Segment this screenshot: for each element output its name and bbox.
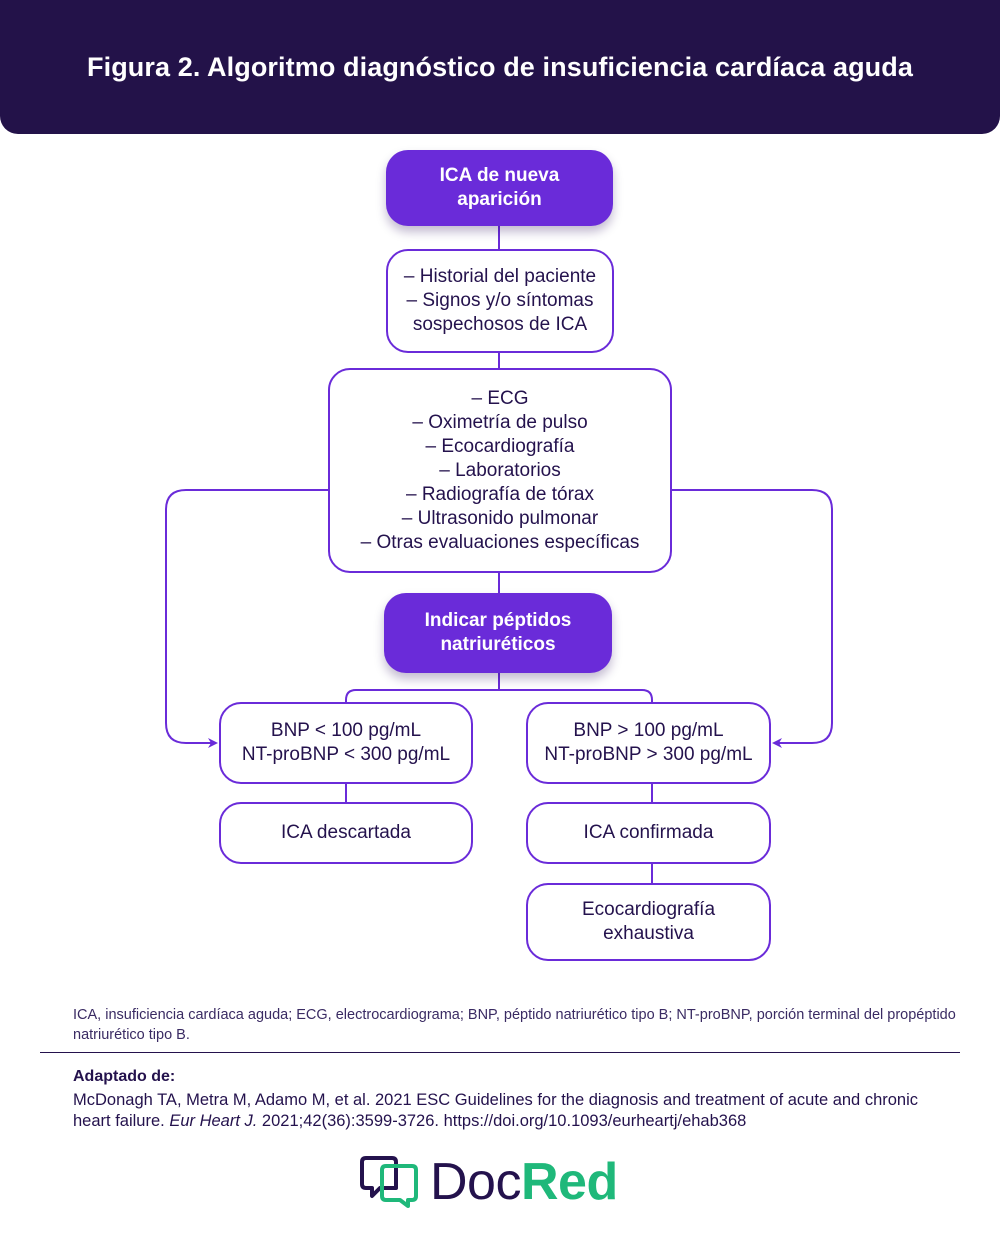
node-line: – ECG [471,387,529,409]
node-line: – Signos y/o síntomas [406,290,594,311]
node-line: – Otras evaluaciones específicas [360,531,640,553]
node-line: BNP > 100 pg/mL [573,720,724,741]
node-new-onset-ica: ICA de nueva aparición [386,150,613,226]
node-line: ICA de nueva [439,165,560,186]
node-line: ICA descartada [281,822,411,843]
logo-red: Red [520,1153,618,1211]
node-line: natriuréticos [440,634,556,655]
node-ica-ruled-out: ICA descartada [219,802,473,864]
abbreviations-footnote: ICA, insuficiencia cardíaca aguda; ECG, … [73,1007,956,1043]
node-line: NT-proBNP > 300 pg/mL [544,744,753,765]
node-line: BNP < 100 pg/mL [270,720,422,741]
node-line: – Ultrasonido pulmonar [401,507,599,529]
node-high-bnp: BNP > 100 pg/mL NT-proBNP > 300 pg/mL [526,702,771,784]
node-line: ICA confirmada [583,822,714,843]
citation-authors-title: McDonagh TA, Metra M, Adamo M, et al. 20… [73,1091,919,1130]
node-low-bnp: BNP < 100 pg/mL NT-proBNP < 300 pg/mL [219,702,473,784]
node-line: sospechosos de ICA [412,314,588,335]
citation-details: 2021;42(36):3599-3726. https://doi.org/1… [257,1112,747,1130]
node-line: – Oximetría de pulso [412,411,588,433]
node-line: aparición [457,189,542,210]
source-citation: McDonagh TA, Metra M, Adamo M, et al. 20… [73,1090,953,1132]
node-line: Indicar péptidos [424,610,572,631]
node-line: – Historial del paciente [403,266,597,287]
chat-bubbles-icon [360,1156,418,1208]
logo-wordmark: DocRed [430,1150,618,1214]
node-comprehensive-echo: Ecocardiografía exhaustiva [526,883,771,961]
divider [40,1052,960,1053]
node-line: – Laboratorios [439,459,561,481]
node-patient-history: – Historial del paciente – Signos y/o sí… [386,249,614,353]
docred-logo: DocRed [358,1150,658,1214]
node-line: NT-proBNP < 300 pg/mL [241,744,451,765]
citation-journal: Eur Heart J. [169,1112,258,1130]
node-ica-confirmed: ICA confirmada [526,802,771,864]
node-line: Ecocardiografía [581,899,716,920]
node-line: – Ecocardiografía [425,435,575,457]
connector-peptides-split [345,673,653,702]
title-banner: Figura 2. Algoritmo diagnóstico de insuf… [0,0,1000,134]
logo-doc: Doc [430,1153,521,1211]
node-line: – Radiografía de tórax [405,483,594,505]
node-diagnostic-tests: – ECG – Oximetría de pulso – Ecocardiogr… [328,368,672,573]
node-natriuretic-peptides: Indicar péptidos natriuréticos [384,593,612,673]
node-line: exhaustiva [603,923,694,944]
source-label: Adaptado de: [73,1068,176,1085]
figure-title: Figura 2. Algoritmo diagnóstico de insuf… [87,52,913,82]
